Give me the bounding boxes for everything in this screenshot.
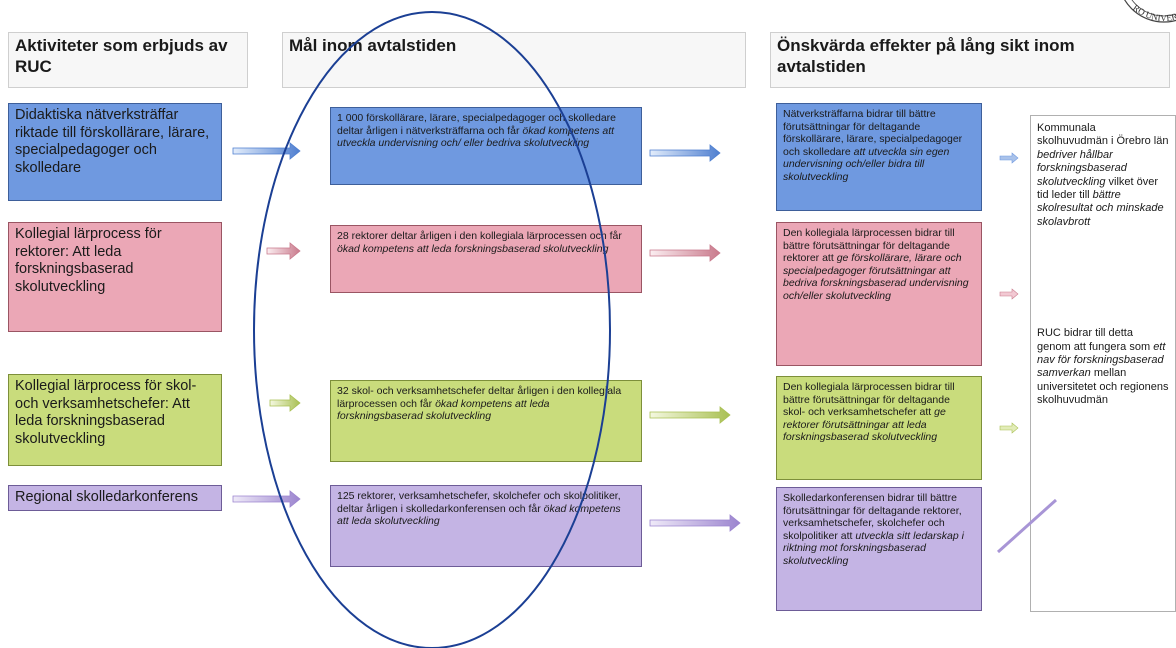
text-segment: Den kollegiala lärprocessen bidrar till … <box>783 381 955 419</box>
arrow-activity-to-goal-3 <box>269 394 301 412</box>
long-term-outcome-box: Kommunala skolhuvudmän i Örebro län bedr… <box>1030 115 1176 612</box>
arrow-goal-to-effect-1 <box>649 144 721 162</box>
arrow-goal-to-effect-3 <box>649 406 731 424</box>
text-segment: ökad kompetens att leda forskningsbasera… <box>337 397 550 423</box>
arrow-activity-to-goal-1 <box>232 142 301 160</box>
arrow-activity-to-goal-4 <box>232 490 301 508</box>
header-effects: Önskvärda effekter på lång sikt inom avt… <box>770 32 1170 88</box>
text-segment: 125 rektorer, verksamhetschefer, skolche… <box>337 490 621 515</box>
text-segment: utveckla sitt ledarskap i riktning mot f… <box>783 529 964 567</box>
arrow-goal-to-effect-4 <box>649 514 741 532</box>
arrow-activity-to-goal-2 <box>266 242 301 260</box>
text-segment: bedriver hållbar forskningsbaserad skolu… <box>1037 148 1127 188</box>
highlight-ellipse <box>253 11 611 648</box>
activity-box-network-meetings: Didaktiska nätverksträffar riktade till … <box>8 103 222 201</box>
text-segment: ökad kompetens att leda skolutveckling <box>337 502 621 528</box>
arrow-effect-to-outcome-2 <box>999 288 1019 300</box>
effect-box-school-heads: Den kollegiala lärprocessen bidrar till … <box>776 376 982 480</box>
text-segment: 28 rektorer deltar årligen i den kollegi… <box>337 230 622 242</box>
text-segment: att utveckla sin egen undervisning och/e… <box>783 145 950 183</box>
activity-box-school-heads: Kollegial lärprocess för skol- och verks… <box>8 374 222 466</box>
arrow-effect-to-outcome-3 <box>999 422 1019 434</box>
text-segment: Nätverksträffarna bidrar till bättre för… <box>783 108 963 158</box>
goal-box-school-heads: 32 skol- och verksamhetschefer deltar år… <box>330 380 642 462</box>
goal-box-network-meetings: 1 000 förskollärare, lärare, specialpeda… <box>330 107 642 185</box>
text-segment: mellan universitetet och regionens skolh… <box>1037 367 1169 407</box>
text-segment: ökad kompetens att leda forskningsbasera… <box>337 242 609 255</box>
text-segment: Den kollegiala lärprocessen bidrar till … <box>783 227 955 265</box>
goal-box-principals: 28 rektorer deltar årligen i den kollegi… <box>330 225 642 293</box>
text-segment: RUC bidrar till detta genom att fungera … <box>1037 327 1154 353</box>
text-segment: bättre skolresultat och minskade skolavb… <box>1037 189 1164 228</box>
activity-box-principals: Kollegial lärprocess för rektorer: Att l… <box>8 222 222 332</box>
text-segment: vilket över tid leder till <box>1037 175 1159 202</box>
text-segment: ge rektorer förutsättningar att leda for… <box>783 406 946 444</box>
connector-effect-to-outcome-4 <box>996 498 1058 554</box>
text-segment: ökad kompetens att utveckla undervisning… <box>337 124 615 150</box>
text-segment: ett nav för forskningsbaserad samverkan <box>1037 340 1166 380</box>
effect-box-network-meetings: Nätverksträffarna bidrar till bättre för… <box>776 103 982 211</box>
text-segment: 32 skol- och verksamhetschefer deltar år… <box>337 385 622 410</box>
text-segment: Kommunala skolhuvudmän i Örebro län <box>1037 122 1169 148</box>
text-segment: ge förskollärare, lärare och specialpeda… <box>783 252 969 302</box>
text-segment: 1 000 förskollärare, lärare, specialpeda… <box>337 112 616 137</box>
effect-box-principals: Den kollegiala lärprocessen bidrar till … <box>776 222 982 366</box>
arrow-goal-to-effect-2 <box>649 244 721 262</box>
text-segment: Skolledarkonferensen bidrar till bättre … <box>783 492 962 542</box>
effect-box-conference: Skolledarkonferensen bidrar till bättre … <box>776 487 982 611</box>
activity-box-conference: Regional skolledarkonferens <box>8 485 222 511</box>
header-activities: Aktiviteter som erbjuds av RUC <box>8 32 248 88</box>
outcome-statement: Kommunala skolhuvudmän i Örebro län bedr… <box>1037 122 1169 229</box>
ruc-contribution-statement: RUC bidrar till detta genom att fungera … <box>1037 327 1169 407</box>
header-goals: Mål inom avtalstiden <box>282 32 746 88</box>
arrow-effect-to-outcome-1 <box>999 152 1019 164</box>
university-seal-logo: RO UNIVER <box>1124 0 1176 23</box>
goal-box-conference: 125 rektorer, verksamhetschefer, skolche… <box>330 485 642 567</box>
